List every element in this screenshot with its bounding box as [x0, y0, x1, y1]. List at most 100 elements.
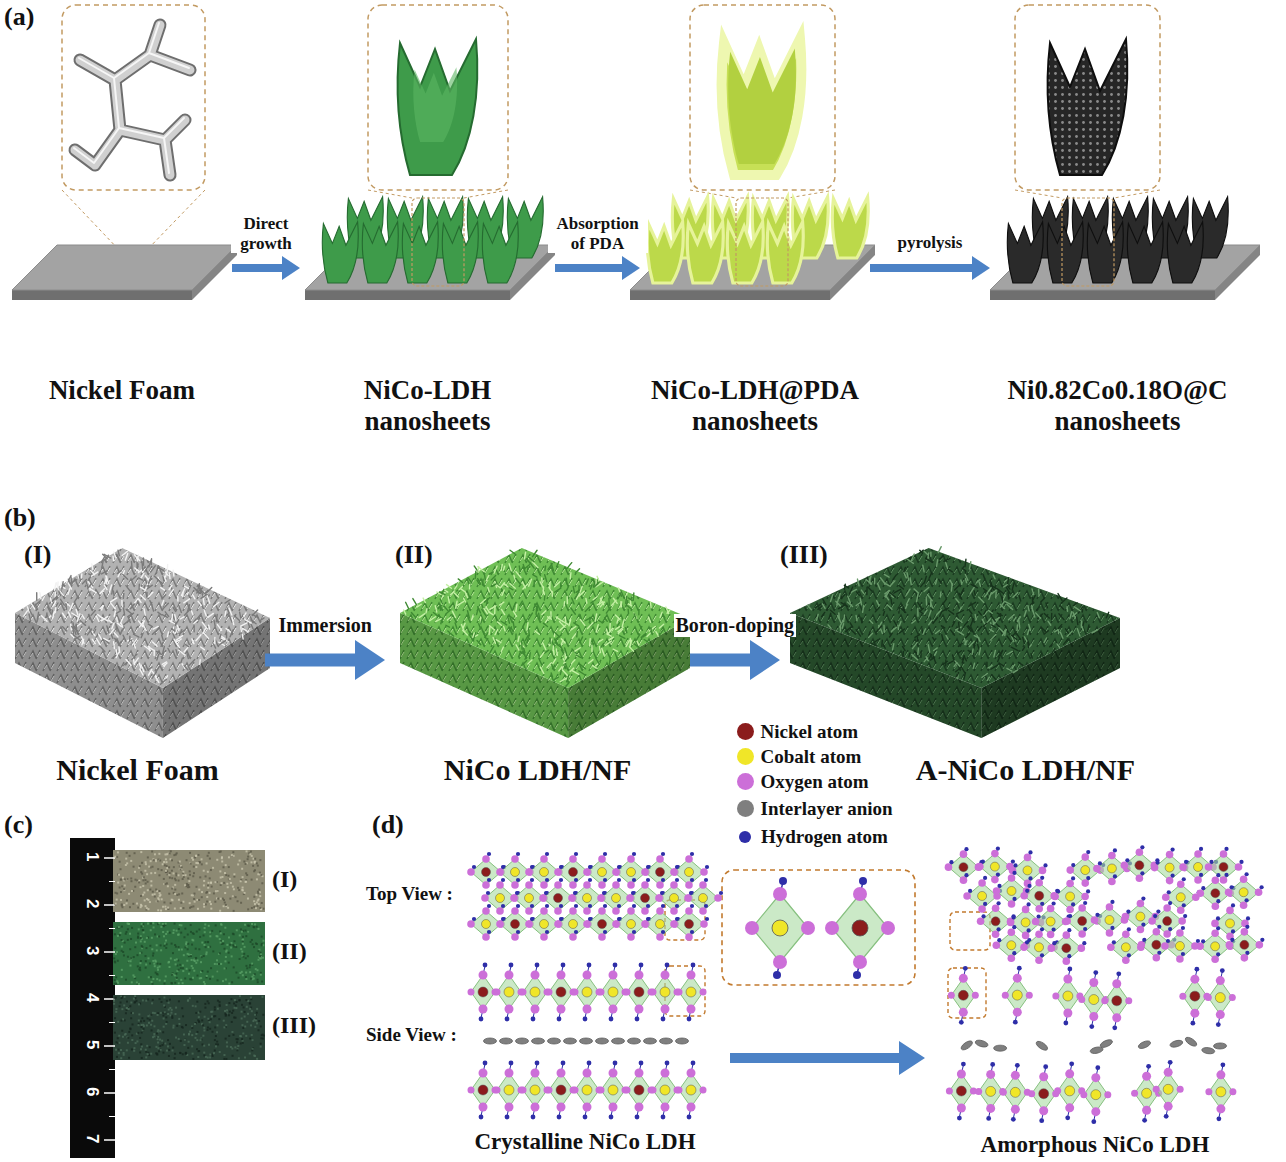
sample-grain — [164, 883, 166, 885]
sample-grain — [177, 934, 179, 936]
foam-spike — [62, 613, 65, 617]
sample-grain — [150, 923, 152, 925]
sample-grain — [195, 866, 197, 868]
sample-grain — [150, 976, 152, 978]
sample-grain — [124, 942, 126, 944]
sample-grain — [246, 850, 248, 852]
foam-spike — [513, 602, 515, 608]
foam-spike — [236, 640, 240, 644]
foam-spike — [606, 629, 608, 635]
foam-spike — [473, 633, 476, 639]
foam-spike — [509, 564, 511, 571]
foam-spike — [627, 606, 631, 609]
sample-grain — [192, 967, 194, 969]
sample-grain — [243, 861, 245, 863]
foam-spike — [1050, 644, 1053, 647]
foam-spike — [203, 632, 208, 638]
sample-grain — [217, 979, 219, 981]
sample-grain — [225, 864, 227, 866]
sample-grain — [182, 982, 184, 984]
foam-spike — [27, 607, 29, 612]
foam-spike — [907, 599, 910, 605]
sample-grain — [149, 901, 151, 903]
foam-spike — [620, 602, 622, 607]
zoom-leader — [464, 190, 508, 198]
foam-spike — [71, 634, 74, 637]
sample-grain — [233, 876, 235, 878]
foam-spike — [133, 634, 138, 637]
foam-spike — [1028, 605, 1029, 611]
foam-spike — [982, 673, 987, 677]
zoom-leader — [145, 190, 205, 252]
sample-grain — [165, 923, 167, 925]
foam-spike — [261, 618, 264, 620]
sample-grain — [220, 877, 222, 879]
sample-grain — [157, 859, 159, 861]
sample-grain — [142, 894, 144, 896]
sample-grain — [121, 976, 123, 978]
sample-grain — [128, 893, 130, 895]
foam-spike — [550, 612, 552, 617]
sample-grain — [228, 866, 230, 868]
sample-grain — [172, 952, 174, 954]
foam-spike — [560, 582, 562, 587]
foam-spike — [516, 604, 517, 611]
sample-grain — [257, 873, 259, 875]
foam-spike — [596, 659, 599, 665]
sample-grain — [249, 966, 251, 968]
sample-grain — [141, 873, 143, 875]
foam-spike — [660, 612, 662, 617]
sample-grain — [175, 873, 177, 875]
foam-spike — [908, 559, 914, 563]
foam-spike — [549, 638, 551, 644]
sample-grain — [160, 910, 162, 912]
sample-grain — [250, 978, 252, 980]
foam-spike — [589, 639, 591, 646]
foam-spike — [139, 599, 142, 602]
sample-grain — [144, 870, 146, 872]
foam-spike — [153, 626, 158, 629]
sample-grain — [178, 880, 180, 882]
foam-spike — [467, 611, 469, 618]
foam-spike — [890, 599, 892, 604]
foam-spike — [541, 578, 543, 583]
sample-strip — [113, 995, 265, 1060]
sample-grain — [142, 877, 144, 879]
sample-grain — [191, 857, 193, 859]
foam-spike — [501, 609, 504, 614]
foam-spike — [555, 643, 561, 648]
foam-spike — [549, 639, 551, 646]
foam-spike — [1097, 613, 1099, 618]
foam-spike — [523, 620, 526, 627]
foam-spike — [644, 639, 649, 643]
sample-grain — [125, 979, 127, 981]
sample-grain — [184, 884, 186, 886]
foam-spike — [990, 634, 996, 640]
sample-grain — [253, 978, 255, 980]
sample-grain — [195, 886, 197, 888]
foam-spike — [815, 604, 821, 608]
foam-spike — [602, 616, 606, 623]
foam-spike — [204, 610, 206, 616]
sample-grain — [166, 873, 168, 875]
foam-spike — [72, 580, 77, 583]
foam-spike — [1019, 596, 1021, 602]
foam-spike — [999, 628, 1005, 634]
sample-grain — [169, 852, 171, 854]
sample-grain — [223, 899, 225, 901]
foam-spike — [973, 663, 974, 668]
sample-grain — [136, 903, 138, 905]
sample-grain — [187, 948, 189, 950]
sample-grain — [157, 973, 159, 975]
foam-spike — [194, 620, 198, 623]
sample-grain — [223, 948, 225, 950]
sample-grain — [156, 973, 158, 975]
sample-grain — [192, 875, 194, 877]
sample-grain — [207, 941, 209, 943]
foam-spike — [488, 587, 489, 592]
sample-grain — [193, 893, 195, 895]
sample-grain — [221, 924, 223, 926]
plate-side — [990, 290, 1215, 300]
foam-spike — [492, 584, 496, 586]
